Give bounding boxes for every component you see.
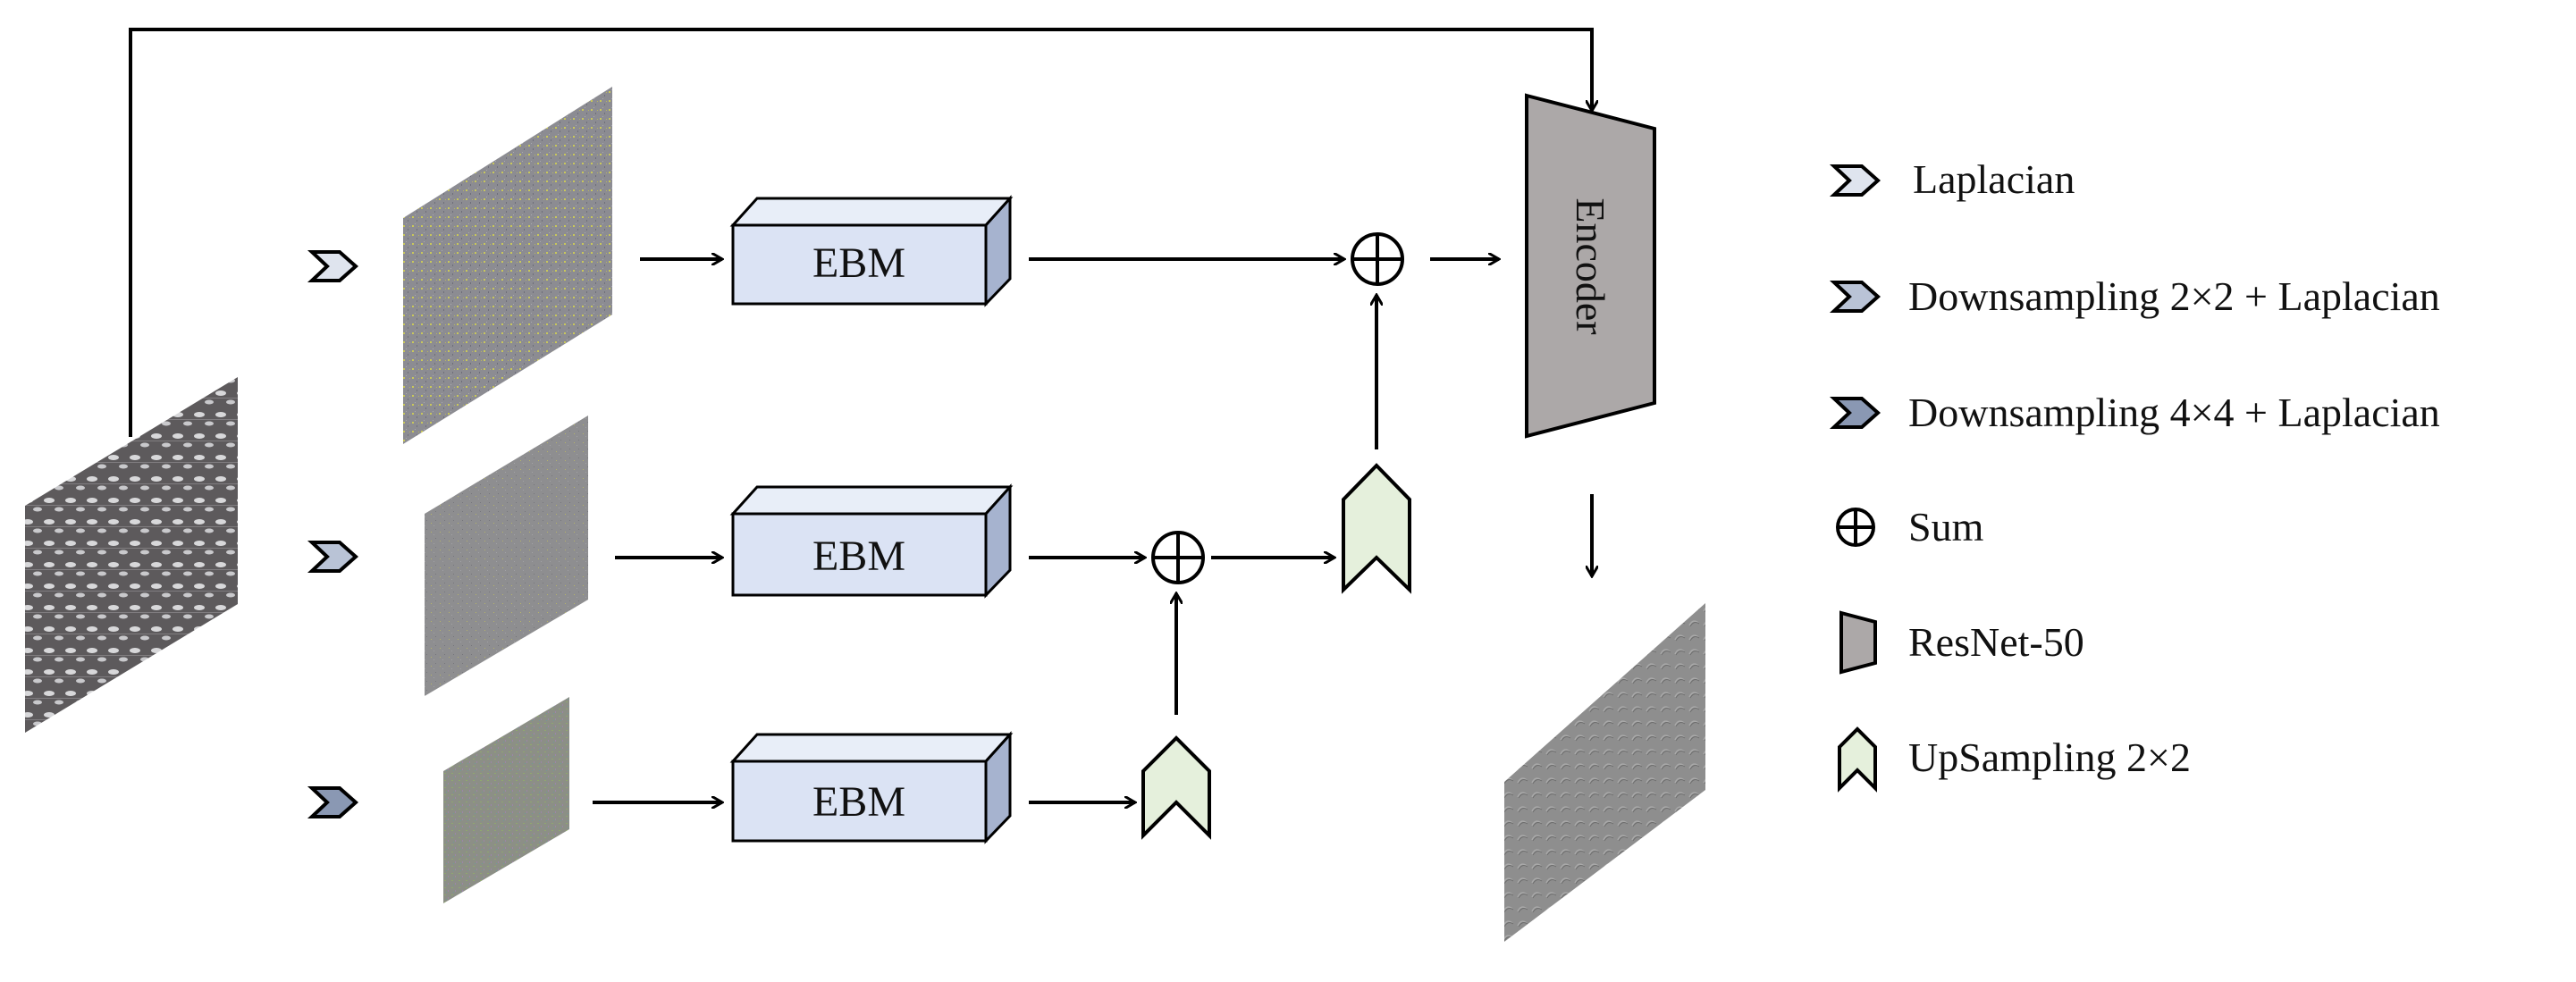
skip-connection-arrow	[129, 28, 1592, 437]
sum-node-middle	[1151, 531, 1205, 584]
down4-feature-map	[443, 697, 569, 903]
legend-down4-icon	[1829, 397, 1881, 429]
legend-resnet-icon	[1839, 610, 1877, 675]
legend-down2-label: Downsampling 2×2 + Laplacian	[1908, 273, 2440, 319]
chevron-down4-icon	[307, 786, 359, 818]
legend-upsample-icon	[1838, 726, 1877, 793]
ebm-block-3: EBM	[729, 731, 1014, 844]
ebm-label-1: EBM	[812, 239, 905, 287]
laplacian-feature-map	[403, 87, 612, 444]
ebm-block-1: EBM	[729, 195, 1014, 307]
connectors	[129, 28, 1592, 802]
ebm-block-2: EBM	[729, 483, 1014, 599]
chevron-down2-icon	[307, 541, 359, 573]
encoder-label: Encoder	[1568, 197, 1613, 334]
encoder-block: Encoder	[1525, 93, 1656, 439]
legend-upsample-label: UpSampling 2×2	[1908, 734, 2191, 780]
legend-down2-icon	[1829, 281, 1881, 313]
legend-down4-label: Downsampling 4×4 + Laplacian	[1908, 390, 2440, 435]
ebm-label-3: EBM	[812, 778, 905, 826]
legend-resnet-label: ResNet-50	[1908, 619, 2084, 665]
sum-node-top	[1351, 232, 1404, 286]
upsample-icon-middle	[1342, 463, 1411, 594]
upsample-icon-bottom	[1141, 735, 1211, 840]
down2-feature-map	[425, 415, 588, 696]
output-feature-map	[1504, 603, 1705, 942]
ebm-label-2: EBM	[812, 533, 905, 580]
legend-laplacian-label: Laplacian	[1913, 156, 2075, 202]
input-image	[25, 377, 238, 733]
legend-sum-label: Sum	[1908, 504, 1984, 550]
legend-laplacian-icon	[1829, 164, 1881, 197]
chevron-laplacian-icon	[307, 250, 359, 282]
legend: Laplacian Downsampling 2×2 + Laplacian D…	[1829, 156, 2440, 793]
legend-sum-icon	[1836, 508, 1875, 547]
